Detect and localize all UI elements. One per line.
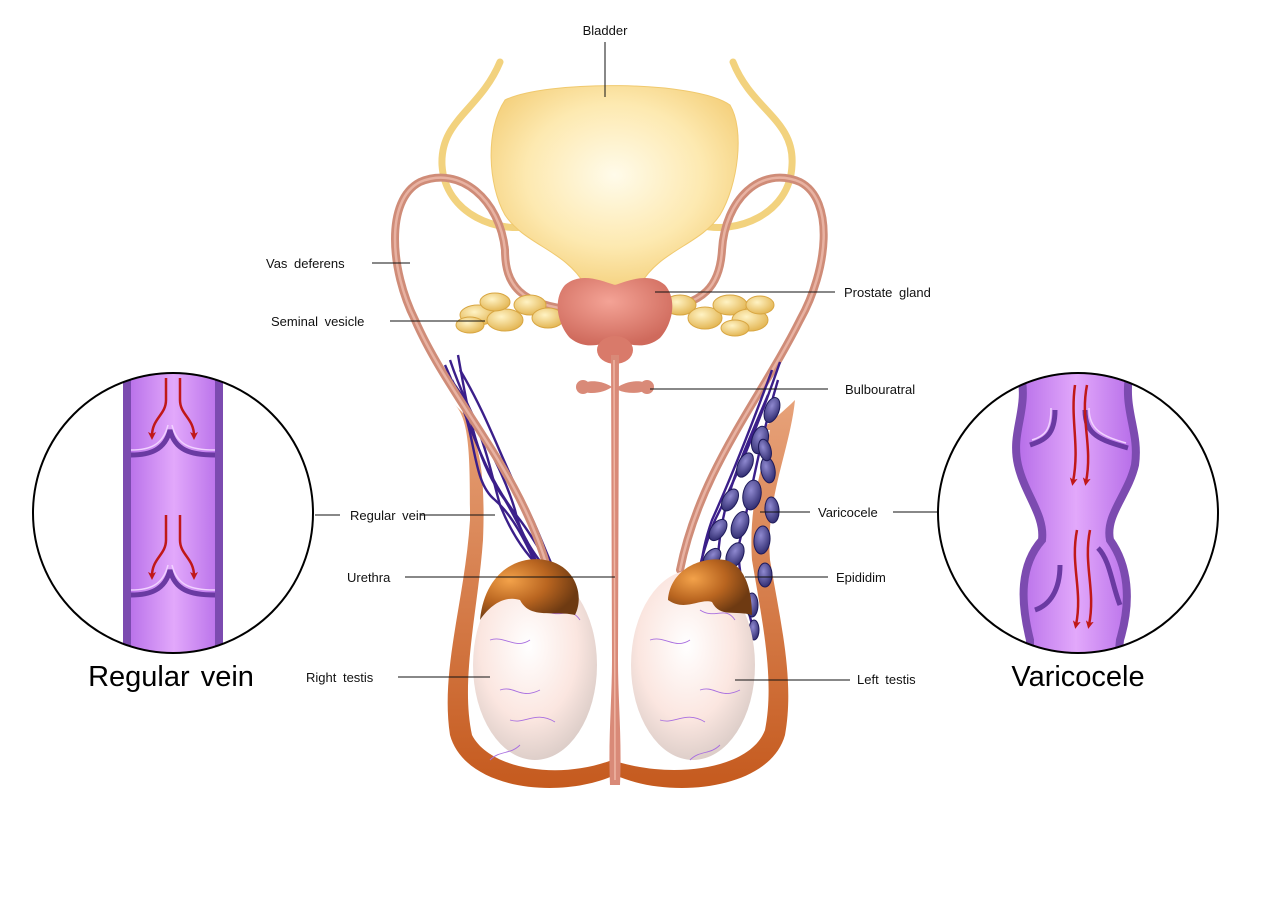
anatomy-labels: Bladder Vas deferens Seminal vesicle Pro… [266, 23, 931, 687]
label-prostate-gland: Prostate gland [844, 285, 931, 300]
label-bladder: Bladder [583, 23, 628, 38]
varicocele-veins [696, 361, 782, 641]
anatomy-illustration [391, 58, 828, 788]
bulbourethral-glands [576, 380, 654, 394]
varicocele-inset: Varicocele [937, 372, 1219, 693]
leader-lines [315, 42, 938, 681]
bladder-shape [490, 85, 739, 286]
regular-vein-inset: Regular vein [32, 372, 314, 693]
label-vas-deferens: Vas deferens [266, 256, 345, 271]
label-left-testis: Left testis [857, 672, 916, 687]
label-varicocele: Varicocele [818, 505, 878, 520]
label-regular-vein: Regular vein [350, 508, 426, 523]
vas-deferens-left-hl [393, 176, 577, 572]
label-bulbouratral: Bulbouratral [845, 382, 915, 397]
right-ureter [696, 58, 796, 231]
label-right-testis: Right testis [306, 670, 374, 685]
regular-vein-title: Regular vein [88, 661, 254, 693]
label-urethra: Urethra [347, 570, 391, 585]
label-seminal-vesicle: Seminal vesicle [271, 314, 364, 329]
prostate-shape [557, 277, 673, 346]
right-testis-organ [473, 559, 597, 761]
left-testis-organ [631, 559, 755, 761]
varicocele-title: Varicocele [1011, 661, 1144, 693]
prostate-lower [597, 336, 633, 364]
seminal-vesicles [455, 292, 775, 337]
label-epididim: Epididim [836, 570, 886, 585]
vas-deferens-right-hl [653, 176, 825, 572]
